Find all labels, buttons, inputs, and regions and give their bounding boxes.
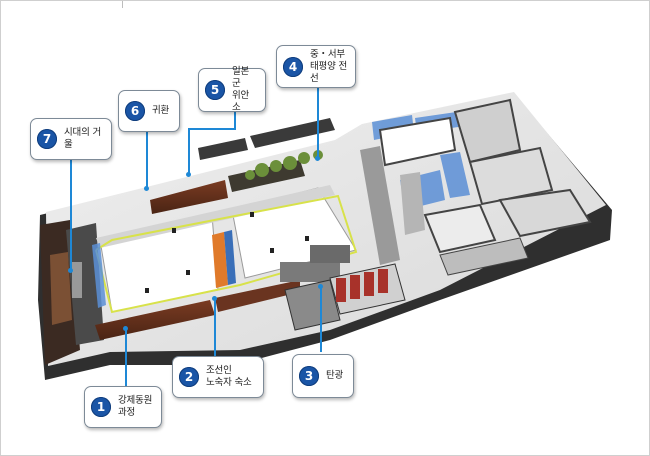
- leader-line-1: [125, 330, 127, 386]
- leader-line-4: [317, 88, 319, 158]
- top-wall: [198, 118, 335, 160]
- callout-label-7: 시대의 거울: [64, 127, 101, 150]
- leader-dot-3: [318, 284, 323, 289]
- callout-badge-5: 5: [205, 80, 225, 100]
- leader-line-5-drop: [188, 128, 190, 174]
- leader-line-7: [70, 160, 72, 270]
- callout-6: 6 귀환: [118, 90, 180, 132]
- leader-dot-4: [315, 156, 320, 161]
- callout-badge-2: 2: [179, 367, 199, 387]
- callout-label-6: 귀환: [152, 105, 170, 116]
- leader-dot-7: [68, 268, 73, 273]
- leader-line-6: [146, 132, 148, 188]
- leader-line-5-horizontal: [188, 128, 236, 130]
- callout-3: 3 탄광: [292, 354, 354, 398]
- callout-label-5: 일본군 위안소: [232, 66, 250, 113]
- plants: [245, 150, 323, 180]
- callout-label-1: 강제동원 과정: [118, 395, 153, 418]
- coal-mine-rooms: [284, 263, 406, 331]
- callout-1: 1 강제동원 과정: [84, 386, 162, 428]
- callout-2: 2 조선인 노숙자 숙소: [172, 356, 264, 398]
- callout-label-2: 조선인 노숙자 숙소: [206, 365, 252, 388]
- seating: [280, 245, 350, 282]
- leader-line-2: [214, 300, 216, 356]
- right-rooms: [360, 98, 592, 276]
- callout-label-4: 중・서부 태평양 전선: [310, 48, 347, 84]
- callout-5: 5 일본군 위안소: [198, 66, 266, 113]
- callout-badge-7: 7: [37, 129, 57, 149]
- leader-dot-1: [123, 326, 128, 331]
- callout-badge-3: 3: [299, 366, 319, 386]
- callout-badge-6: 6: [125, 101, 145, 121]
- frame-top-edge: [0, 0, 650, 1]
- leader-dot-2: [212, 296, 217, 301]
- callout-badge-1: 1: [91, 397, 111, 417]
- leader-line-3: [320, 288, 322, 352]
- callout-4: 4 중・서부 태평양 전선: [276, 45, 356, 88]
- callout-7: 7 시대의 거울: [30, 118, 112, 160]
- leader-dot-6: [144, 186, 149, 191]
- divider-panel: [212, 230, 236, 288]
- leader-line-5: [234, 112, 236, 130]
- callout-badge-4: 4: [283, 56, 303, 77]
- frame-tick-mark: [122, 0, 123, 8]
- callout-label-3: 탄광: [326, 370, 344, 381]
- leader-dot-5: [186, 172, 191, 177]
